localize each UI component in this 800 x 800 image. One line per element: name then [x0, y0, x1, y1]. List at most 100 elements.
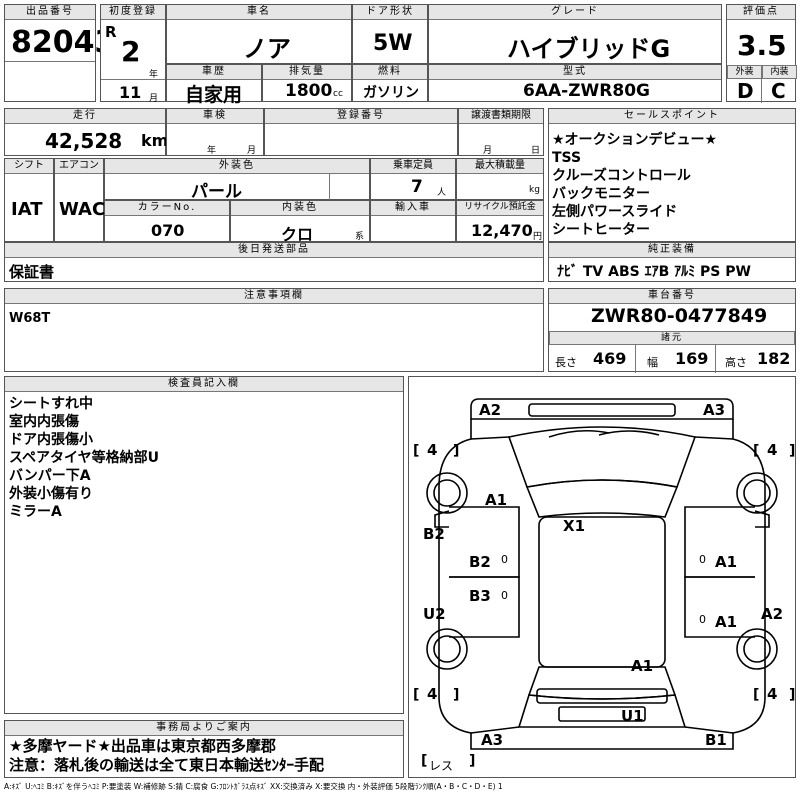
chassis-label: 車台番号: [549, 289, 795, 304]
max-load-cell: 最大積載量 kg: [456, 158, 544, 200]
wheel-rear-right-inner: [743, 635, 771, 663]
capacity-cell: 乗車定員 7 人: [370, 158, 456, 200]
rear-window-outline: [527, 666, 677, 700]
windshield-outline: [525, 479, 679, 518]
svg-text:[: [: [421, 753, 427, 769]
wheel-front-right-inner: [743, 479, 771, 507]
model-code-cell: 型式 6AA-ZWR80G: [428, 64, 722, 102]
damage-mark: A1: [631, 657, 654, 675]
damage-mark: B3: [469, 587, 491, 605]
inspector-note-line: シートすれ中: [9, 396, 93, 412]
right-rear-door: [684, 576, 755, 638]
grade-value: ハイブリッドG: [507, 35, 671, 63]
inspector-note-line: スペアタイヤ等格納部U: [9, 450, 159, 466]
rear-bumper-outline: [536, 688, 668, 704]
damage-code-legend: A:ｷｽﾞ U:ﾍｺﾐ B:ｷｽﾞを伴うﾍｺﾐ P:要塗装 W:補修跡 S:錆 …: [4, 782, 503, 791]
lot-number-value: 82043: [11, 25, 116, 60]
svg-text:]: ]: [453, 687, 459, 703]
damage-mark: A1: [485, 491, 508, 509]
recycle-label: リサイクル預託金: [457, 201, 543, 216]
wheel-front-left-inner: [433, 479, 461, 507]
aircon-label: エアコン: [55, 159, 103, 174]
score-cell: 評価点 3.5 外装 内装 D C: [726, 4, 797, 103]
wheel-rear-right: [736, 628, 778, 670]
grade-label: グレード: [429, 5, 721, 20]
color-number-label: カラーNo.: [105, 201, 229, 216]
interior-color-unit: 系: [355, 232, 365, 242]
car-outline-diagram: [] [] [] [] []: [413, 398, 795, 769]
later-parts-cell: 後日発送部品 保証書: [4, 242, 544, 282]
spec-length-value: 469: [593, 349, 627, 368]
inspector-notes-cell: 検査員記入欄 シートすれ中 室内内張傷 ドア内張傷小 スペアタイヤ等格納部U バ…: [4, 376, 404, 714]
sales-points-cell: セールスポイント ★オークションデビュー★ TSS クルーズコントロール バック…: [548, 108, 796, 242]
first-registration-cell: 初度登録 R 2 年 11 月: [100, 4, 166, 104]
body-outline: [438, 419, 766, 750]
door-shape-value: 5W: [373, 31, 413, 56]
year-value: 2: [121, 35, 141, 68]
registration-number-label: 登録番号: [265, 109, 457, 124]
later-parts-value: 保証書: [9, 263, 55, 281]
int-grade-label: 内装: [762, 65, 797, 79]
left-rear-door: [449, 576, 520, 638]
chassis-value: ZWR80-0477849: [591, 305, 768, 327]
fuel-value: ガソリン: [363, 85, 419, 101]
transfer-deadline-label: 譲渡書類期限: [459, 109, 543, 124]
damage-mark: A1: [715, 613, 738, 631]
damage-mark: A2: [761, 605, 784, 623]
shift-label: シフト: [5, 159, 53, 174]
car-name-cell: 車名 ノア: [166, 4, 352, 64]
month-value: 11: [119, 83, 142, 102]
handle-mark: 0: [501, 589, 508, 602]
tire-rear-left: 4: [427, 685, 438, 703]
office-notice-cell: 事務局よりご案内 ★多摩ヤード★出品車は東京都西多摩郡 注意：落札後の輸送は全て…: [4, 720, 404, 778]
inspection-year-unit: 年: [207, 146, 217, 156]
max-load-unit: kg: [529, 185, 540, 195]
deadline-month-unit: 月: [483, 146, 493, 156]
ext-grade-value: D: [737, 79, 754, 103]
fuel-label: 燃料: [353, 65, 427, 80]
inspection-cell: 車検 年 月: [166, 108, 264, 156]
front-grille-outline: [528, 403, 676, 417]
sales-point-line: シートヒーター: [552, 222, 650, 238]
sales-point-line: TSS: [552, 150, 582, 166]
int-grade-value: C: [771, 79, 786, 103]
handle-mark: 0: [699, 553, 706, 566]
fuel-cell: 燃料 ガソリン: [352, 64, 428, 102]
damage-mark: X1: [563, 517, 586, 535]
sales-point-line: 左側パワースライド: [552, 204, 678, 220]
right-mirror: [754, 510, 770, 528]
equipment-cell: 純正装備 ﾅﾋﾞ TV ABS ｴｱB ｱﾙﾐ PS PW: [548, 242, 796, 282]
score-value: 3.5: [737, 29, 787, 62]
deadline-day-unit: 日: [531, 146, 541, 156]
specs-label: 諸元: [549, 331, 795, 345]
damage-mark: U2: [423, 605, 446, 623]
svg-text:]: ]: [789, 687, 795, 703]
color-number-cell: カラーNo. 070: [104, 200, 230, 242]
damage-mark: A3: [703, 401, 726, 419]
notes-cell: 注意事項欄 W68T: [4, 288, 544, 372]
inspection-month-unit: 月: [247, 146, 257, 156]
lot-number-label: 出品番号: [5, 5, 95, 20]
svg-text:]: ]: [453, 443, 459, 459]
wheel-front-right: [736, 472, 778, 514]
notes-value: W68T: [9, 311, 51, 326]
damage-mark: A3: [481, 731, 504, 749]
color-number-value: 070: [151, 221, 185, 240]
equipment-value: ﾅﾋﾞ TV ABS ｴｱB ｱﾙﾐ PS PW: [557, 264, 751, 280]
import-cell: 輸入車: [370, 200, 456, 242]
capacity-value: 7: [411, 177, 423, 197]
damage-mark: B2: [423, 525, 445, 543]
mileage-cell: 走行 42,528 km: [4, 108, 169, 156]
handle-mark: 0: [501, 553, 508, 566]
svg-text:]: ]: [789, 443, 795, 459]
tire-rear-right: 4: [767, 685, 778, 703]
interior-color-value: クロ: [281, 225, 314, 244]
svg-text:[: [: [413, 687, 419, 703]
sales-point-line: バックモニター: [552, 186, 650, 202]
mileage-unit: km: [141, 131, 169, 150]
sales-point-line: クルーズコントロール: [552, 168, 691, 184]
mileage-value: 42,528: [45, 129, 123, 153]
exterior-color-label: 外装色: [105, 159, 369, 174]
spare-tire-less-label: レス: [429, 759, 454, 773]
svg-text:[: [: [753, 687, 759, 703]
